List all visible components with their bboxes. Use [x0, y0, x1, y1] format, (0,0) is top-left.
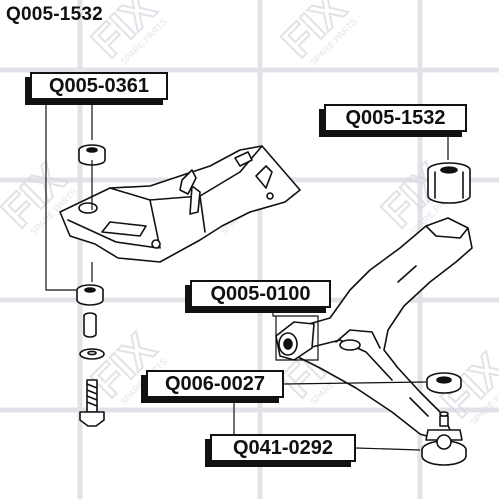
rear-bushing-washer [426, 372, 462, 394]
mount-bolt [79, 379, 105, 427]
lower-control-arm [287, 217, 473, 441]
ball-joint [421, 411, 467, 466]
front-arm-bushing [275, 321, 315, 361]
part-label-q005-0361[interactable]: Q005-0361 [30, 72, 168, 100]
part-label-q041-0292[interactable]: Q041-0292 [210, 434, 356, 462]
leader-lines [45, 100, 449, 451]
main-control-arm-bushing [427, 162, 471, 204]
watermark-tile-2: FIX SPARE PARTS [271, 0, 359, 68]
part-label-q005-0100[interactable]: Q005-0100 [190, 280, 331, 308]
part-label-q006-0027[interactable]: Q006-0027 [146, 370, 284, 398]
header-part-number: Q005-1532 [6, 4, 103, 25]
mount-sleeve [83, 312, 97, 338]
mount-washer [79, 348, 105, 360]
part-label-q005-1532[interactable]: Q005-1532 [324, 104, 467, 132]
lower-mount-bushing [76, 284, 104, 306]
